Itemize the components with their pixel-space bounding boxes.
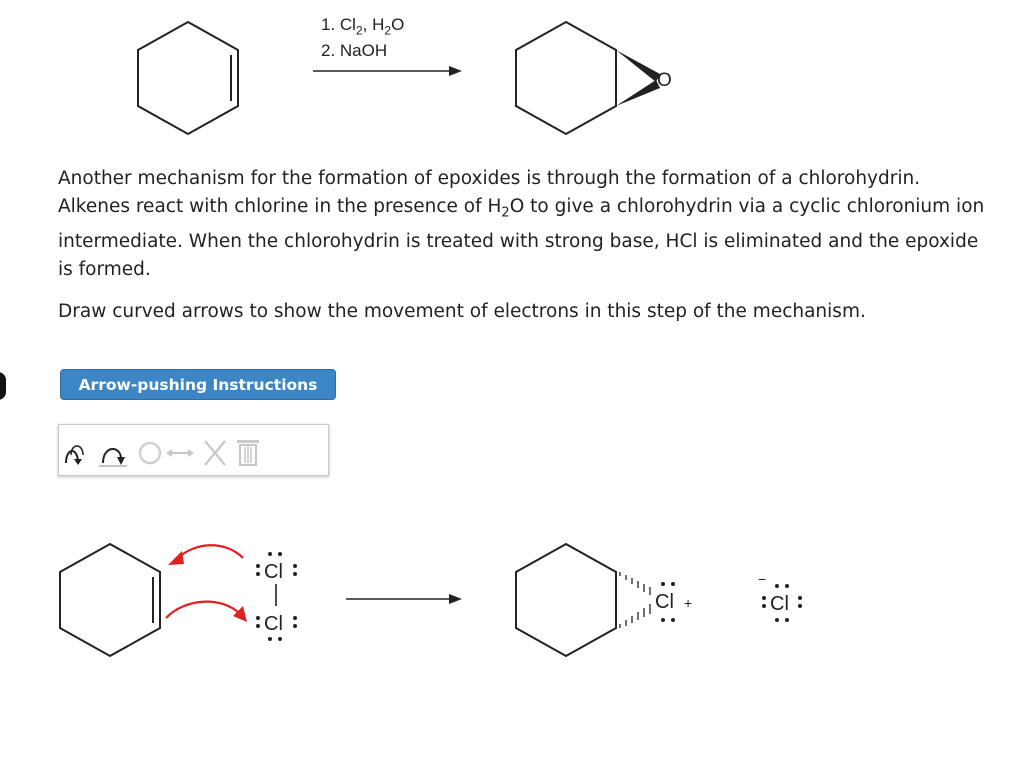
top-reaction-scheme: O <box>137 20 672 136</box>
hashed-bonds <box>619 572 651 628</box>
chlorine-bottom-label: Cl <box>264 613 283 635</box>
cyclohexene-structure <box>137 20 239 136</box>
epoxide-structure <box>515 20 617 136</box>
cyclohexane-product <box>515 542 617 658</box>
reagent-step-2: 2. NaOH <box>321 41 388 60</box>
chloride-cl-label: Cl <box>770 593 789 615</box>
reagent-step-1: 1. Cl2, H2O <box>321 15 405 38</box>
instruction-paragraph: Draw curved arrows to show the movement … <box>58 301 866 322</box>
cyclohexene-reactant <box>59 542 161 658</box>
lone-pairs-chloronium <box>661 582 675 622</box>
curved-arrow-pair-icon[interactable] <box>61 433 95 467</box>
mechanism-scheme: Cl Cl Cl + − Cl <box>59 542 802 658</box>
epoxide-oxygen-label: O <box>657 70 672 91</box>
chloride-minus-sign: − <box>758 571 766 587</box>
description-paragraph: Another mechanism for the formation of e… <box>58 168 985 280</box>
curved-arrow-pi-to-cl <box>177 544 244 559</box>
left-edge-marker <box>0 372 6 400</box>
chloronium-cl-label: Cl <box>655 591 674 613</box>
curved-arrow-single-icon[interactable] <box>97 433 131 467</box>
chlorine-top-label: Cl <box>264 561 283 583</box>
ring-icon[interactable] <box>133 433 167 467</box>
wedge-bond-bottom <box>616 80 660 106</box>
positive-charge: + <box>684 595 692 611</box>
curved-arrow-bond-to-cl <box>165 600 241 619</box>
lone-pairs-chloride <box>762 584 802 622</box>
trash-icon[interactable] <box>231 433 265 467</box>
arrow-pushing-instructions-button[interactable]: Arrow-pushing Instructions <box>60 369 336 400</box>
resonance-arrow-icon[interactable] <box>163 433 197 467</box>
delete-x-icon[interactable] <box>197 433 231 467</box>
drawing-toolbar <box>58 424 329 476</box>
lone-pairs-cl2 <box>256 552 297 641</box>
wedge-bond-top <box>616 50 660 82</box>
